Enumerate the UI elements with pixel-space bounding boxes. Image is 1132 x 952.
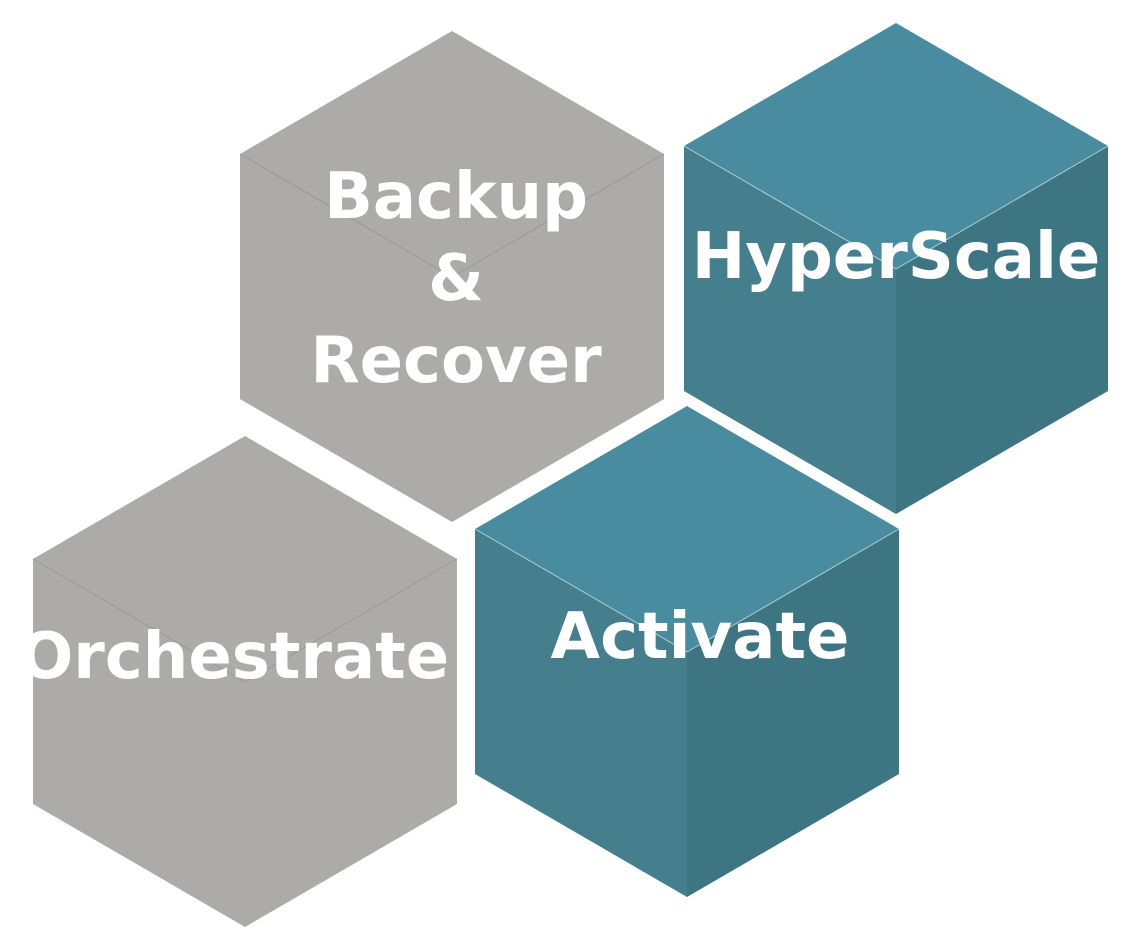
activate-label-line: Activate xyxy=(551,600,850,674)
activate-left-face xyxy=(475,529,687,897)
hyperscale-seam-right xyxy=(895,145,1109,270)
backup-recover-seam-left xyxy=(239,153,453,278)
backup-recover-cube: Backup & Recover xyxy=(239,31,665,522)
orchestrate-label-line: Orchestrate xyxy=(19,620,449,694)
orchestrate-right-face xyxy=(245,559,457,927)
activate-right-face xyxy=(687,529,899,897)
activate-cube: Activate xyxy=(474,406,900,897)
activate-seam-left xyxy=(474,528,688,653)
backup-recover-seam-right xyxy=(451,153,665,278)
backup-recover-label-line: & xyxy=(428,242,484,316)
activate-seam-right xyxy=(686,528,900,653)
backup-recover-label-line: Recover xyxy=(310,324,602,398)
hyperscale-cube: HyperScale xyxy=(683,23,1109,514)
hyperscale-right-face xyxy=(896,146,1108,514)
backup-recover-left-face xyxy=(240,154,452,522)
hyperscale-seam-left xyxy=(683,145,897,270)
hyperscale-left-face xyxy=(684,146,896,514)
orchestrate-left-face xyxy=(33,559,245,927)
backup-recover-label-line: Backup xyxy=(324,160,588,234)
orchestrate-seam-left xyxy=(32,558,246,683)
hyperscale-label-line: HyperScale xyxy=(692,220,1101,294)
orchestrate-seam-right xyxy=(244,558,458,683)
backup-recover-right-face xyxy=(452,154,664,522)
orchestrate-cube: Orchestrate xyxy=(19,436,458,927)
